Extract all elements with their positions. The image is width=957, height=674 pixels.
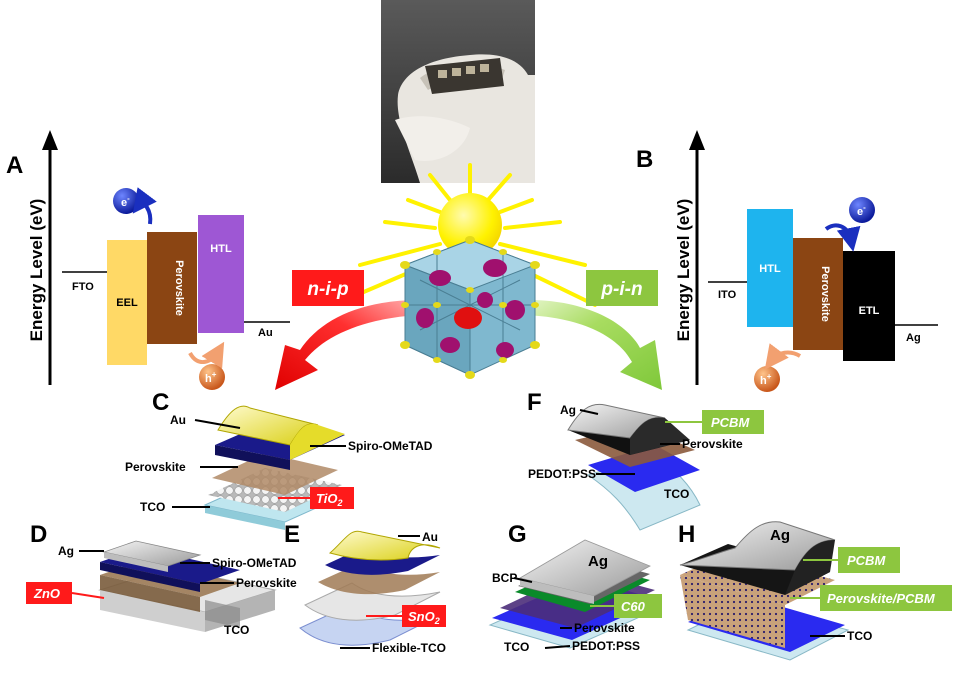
electron-symbol-b: e- (857, 203, 866, 218)
h-ag-label: Ag (770, 527, 790, 544)
electron-arrow-b (824, 223, 861, 252)
hole-icon-a (199, 364, 225, 390)
sun-icon (438, 193, 502, 257)
axis-arrowhead-b (689, 130, 705, 150)
hole-symbol-a: h+ (205, 370, 217, 385)
g-c60-label: C60 (621, 599, 646, 614)
ag-label-b: Ag (906, 332, 921, 344)
htl-label-a: HTL (210, 243, 232, 255)
fto-label: FTO (72, 281, 94, 293)
panel-label-g: G (508, 521, 527, 548)
perovskite-crystal-icon (400, 236, 540, 379)
perovskite-label-a: Perovskite (173, 260, 185, 316)
c-tco-label: TCO (140, 500, 165, 514)
axis-label-a: Energy Level (eV) (27, 199, 46, 342)
device-h-stack (679, 521, 850, 661)
device-d-stack (98, 540, 277, 632)
hole-icon-b (754, 366, 780, 392)
c-au-label: Au (170, 413, 186, 427)
etl-label: ETL (859, 305, 880, 317)
f-tco-label: TCO (664, 487, 689, 501)
panel-label-d: D (30, 521, 47, 548)
nip-tag (292, 270, 364, 306)
eel-label: EEL (116, 297, 138, 309)
flexible-device-photo (381, 0, 535, 183)
electron-icon-a (113, 188, 139, 214)
pin-tag (586, 270, 658, 306)
d-ag-label: Ag (58, 544, 74, 558)
leader-d-zno (71, 592, 105, 599)
e-au-label: Au (422, 530, 438, 544)
perovskite-bar-a (147, 232, 197, 344)
leader-c-au (194, 419, 241, 429)
c-tio2-label: TiO2 (316, 491, 342, 508)
e-flex-tco-label: Flexible-TCO (372, 641, 446, 655)
panel-label-h: H (678, 521, 695, 548)
zno-tag (26, 582, 72, 604)
hole-symbol-b: h+ (760, 372, 772, 387)
htl-bar-b (747, 209, 793, 327)
panel-label-a: A (6, 152, 23, 179)
perovskite-label-b: Perovskite (819, 266, 831, 322)
leader-g-pedot (544, 645, 571, 649)
panel-label-b: B (636, 146, 653, 173)
g-bcp-label: BCP (492, 571, 517, 585)
c-perovskite-label: Perovskite (125, 460, 186, 474)
e-sno2-label: SnO2 (408, 609, 440, 626)
panel-label-f: F (527, 389, 542, 416)
f-pcbm-tag (702, 410, 764, 434)
htl-label-b: HTL (759, 263, 781, 275)
green-arrow-pin (520, 299, 662, 390)
axis-label-b: Energy Level (eV) (674, 199, 693, 342)
electron-icon-b (849, 197, 875, 223)
etl-bar (843, 251, 895, 361)
axis-arrowhead-a (42, 130, 58, 150)
nip-label: n-i-p (307, 279, 348, 300)
f-pcbm-label: PCBM (711, 415, 750, 430)
g-ag-label: Ag (588, 553, 608, 570)
g-perovskite-label: Perovskite (574, 621, 635, 635)
tio2-tag (310, 487, 354, 509)
ito-label: ITO (718, 289, 737, 301)
g-c60-tag (614, 594, 662, 618)
h-pcbm-tag (838, 547, 900, 573)
f-pedot-label: PEDOT:PSS (528, 467, 596, 481)
d-spiro-label: Spiro-OMeTAD (212, 556, 297, 570)
sno2-tag (402, 605, 446, 627)
h-pvk-pcbm-label: Perovskite/PCBM (827, 591, 936, 606)
g-pedot-label: PEDOT:PSS (572, 639, 640, 653)
panel-label-c: C (152, 389, 169, 416)
g-tco-label: TCO (504, 640, 529, 654)
h-pcbm-label: PCBM (847, 553, 886, 568)
d-zno-label: ZnO (33, 586, 60, 601)
eel-bar (107, 240, 147, 365)
f-ag-label: Ag (560, 403, 576, 417)
c-spiro-label: Spiro-OMeTAD (348, 439, 433, 453)
htl-bar-a (198, 215, 244, 333)
panel-label-e: E (284, 521, 300, 548)
hole-arrow-b (764, 343, 802, 370)
f-perovskite-label: Perovskite (682, 437, 743, 451)
electron-arrow-a (132, 187, 157, 225)
leader-f-ag (579, 409, 599, 415)
perovskite-bar-b (793, 238, 843, 350)
electron-symbol-a: e- (121, 194, 130, 209)
d-tco-label: TCO (224, 623, 249, 637)
h-tco-label: TCO (847, 629, 872, 643)
pin-label: p-i-n (600, 279, 642, 300)
au-label: Au (258, 327, 273, 339)
device-e-stack (299, 530, 441, 646)
leader-g-bcp (513, 577, 533, 583)
d-perovskite-label: Perovskite (236, 576, 297, 590)
red-arrow-nip (275, 300, 420, 390)
hole-arrow-a (188, 341, 225, 369)
h-pvk-pcbm-tag (820, 585, 952, 611)
